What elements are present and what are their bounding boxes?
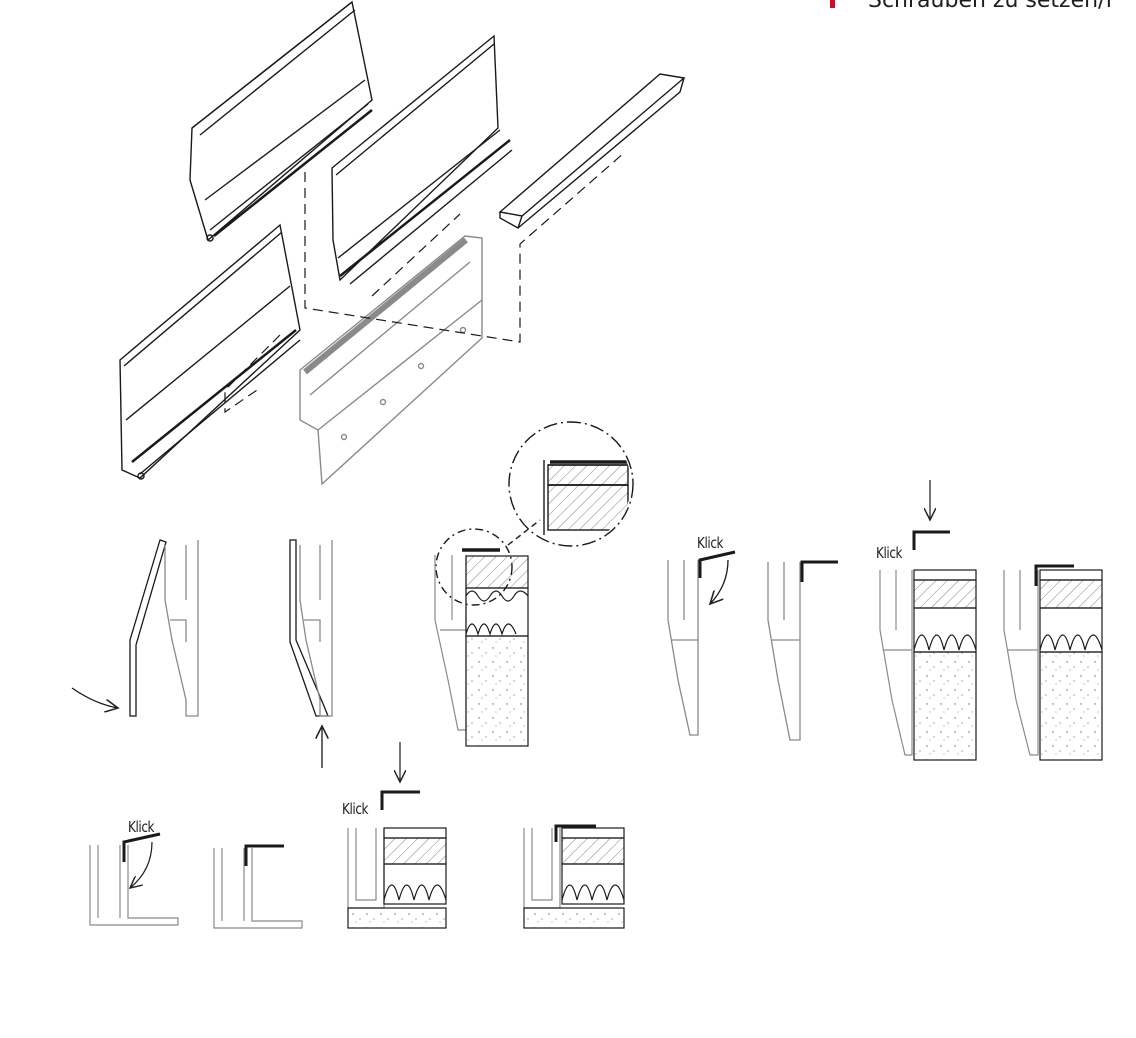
base-profile (299, 235, 483, 486)
top-note-text: Schrauben zu setzen/f (868, 0, 1114, 13)
step-11 (523, 824, 625, 929)
step-6 (879, 480, 977, 761)
angle-strip (498, 73, 686, 230)
step-5 (767, 560, 838, 741)
detail-zoom (435, 421, 634, 606)
step-3-section (434, 548, 529, 747)
cover-panel-upper-left (189, 0, 373, 242)
klick-label-step-8: Klick (128, 818, 155, 836)
cover-panel-lower-left (119, 223, 301, 480)
step-1 (71, 539, 199, 717)
step-10 (347, 742, 447, 929)
cover-panel-upper-middle (331, 34, 513, 285)
note-bullet-marker (830, 0, 835, 8)
exploded-view (119, 0, 686, 486)
klick-label-step-6: Klick (876, 544, 903, 562)
step-2 (289, 539, 333, 768)
step-9 (213, 844, 303, 929)
step-8 (89, 832, 179, 926)
klick-label-step-4: Klick (697, 534, 724, 552)
step-4 (667, 550, 736, 736)
step-7 (1003, 564, 1103, 761)
klick-label-step-10: Klick (342, 800, 369, 818)
dashed-guides (224, 151, 626, 414)
